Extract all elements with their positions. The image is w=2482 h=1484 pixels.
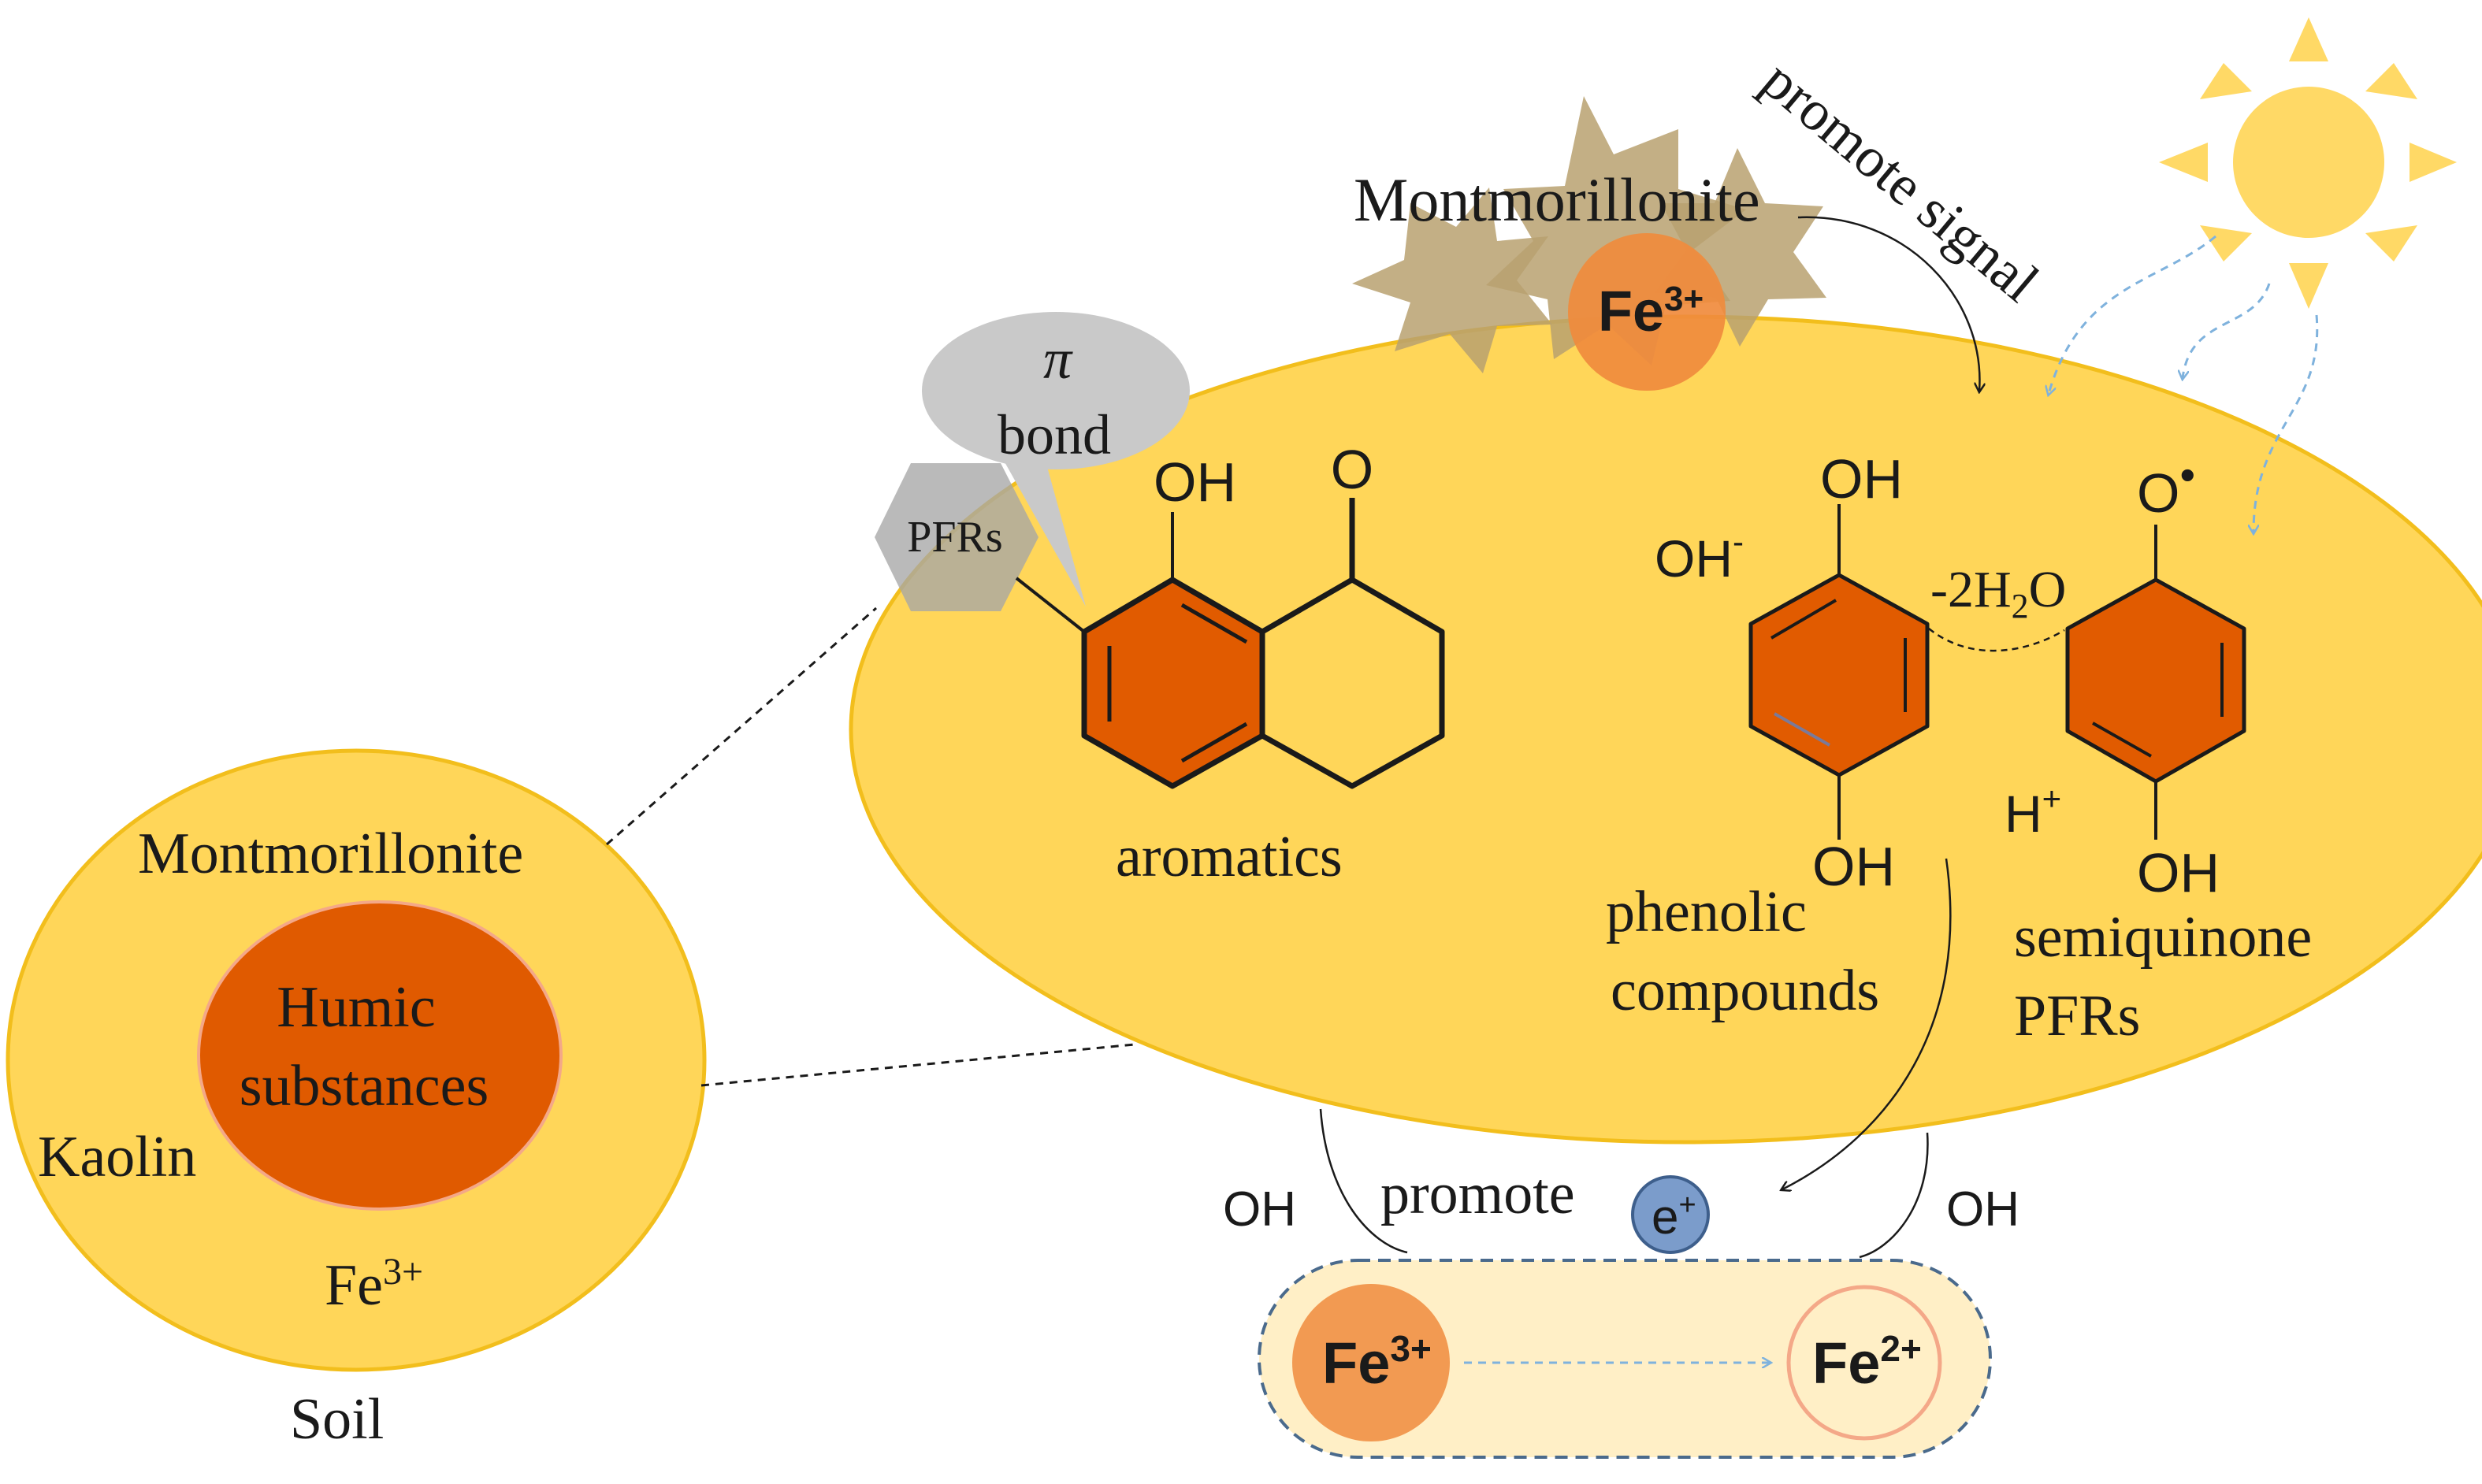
phenol-oh-bottom-label: OH (1812, 836, 1895, 897)
h-plus-label: H+ (2005, 780, 2061, 843)
redox-oh-right-label: OH (1946, 1182, 2019, 1237)
capsule-fe3-circle (1292, 1284, 1450, 1441)
aromatic-o-label: O (1331, 439, 1373, 500)
aromatic-oh-label: OH (1154, 451, 1236, 513)
surface-fe3-circle (1568, 233, 1726, 391)
surface-fe3-label: Fe3+ (1598, 280, 1704, 343)
phenolic-label-line2: compounds (1611, 959, 1879, 1023)
zoom-line-lower (700, 1043, 1135, 1087)
semi-o-label: O• (2137, 450, 2195, 524)
semi-oh-bottom-label: OH (2137, 842, 2220, 903)
montmorillonite-star-right (1655, 148, 1826, 347)
semiquinone-label-line1: semiquinone (2014, 905, 2312, 970)
surface-montmorillonite-label: Montmorillonite (1354, 165, 1760, 234)
capsule-fe2-label: Fe2+ (1812, 1328, 1922, 1396)
montmorillonite-star-left (1352, 187, 1552, 373)
soil-label: Soil (290, 1387, 384, 1452)
semiquinone-label-line2: PFRs (2014, 984, 2140, 1048)
promote-curve-left (1319, 1108, 1408, 1254)
phenol-oh-top-label: OH (1820, 448, 1903, 510)
oh-minus-label: OH- (1655, 523, 1744, 588)
phenolic-label-line1: phenolic (1606, 880, 1807, 944)
electron-transfer-arrow (1782, 858, 1952, 1189)
light-arrow-1 (2049, 235, 2216, 394)
pfrs-hexagon (875, 463, 1039, 611)
humic-substances-core (197, 900, 563, 1211)
semiquinone-molecule (2065, 525, 2246, 840)
promote-curve-right (1859, 1132, 1929, 1259)
kaolin-label: Kaolin (38, 1125, 196, 1189)
pi-bond-callout (922, 312, 1190, 607)
soil-fe3-label: Fe3+ (325, 1251, 423, 1318)
phenolic-molecule (1748, 504, 1930, 840)
light-arrow-2 (2183, 283, 2271, 378)
promote-label: promote (1380, 1162, 1575, 1226)
minus-2h2o-label: -2H2O (1930, 561, 2066, 625)
humic-label-line1: Humic (277, 975, 435, 1040)
sun-icon (2159, 17, 2457, 309)
pfrs-hexagon-label: PFRs (907, 513, 1002, 562)
soil-particle: Montmorillonite Humic substances Kaolin … (6, 748, 707, 1452)
pi-bond-line2: bond (998, 403, 1111, 466)
capsule-fe3-label: Fe3+ (1322, 1328, 1432, 1396)
electron-label: e+ (1652, 1189, 1696, 1245)
pi-bond-line1: π (1043, 328, 1073, 391)
soil-montmorillonite-label: Montmorillonite (138, 822, 523, 886)
aromatics-label: aromatics (1116, 825, 1343, 889)
humic-label-line2: substances (240, 1054, 489, 1119)
capsule-fe2-circle (1786, 1285, 1942, 1441)
electron-circle (1631, 1175, 1710, 1254)
aromatic-molecule (1015, 498, 1445, 789)
promote-signal-arrow (1797, 216, 1979, 391)
light-arrow-3 (2253, 314, 2319, 532)
redox-oh-left-label: OH (1223, 1182, 1296, 1237)
zoom-line-upper (606, 607, 877, 846)
